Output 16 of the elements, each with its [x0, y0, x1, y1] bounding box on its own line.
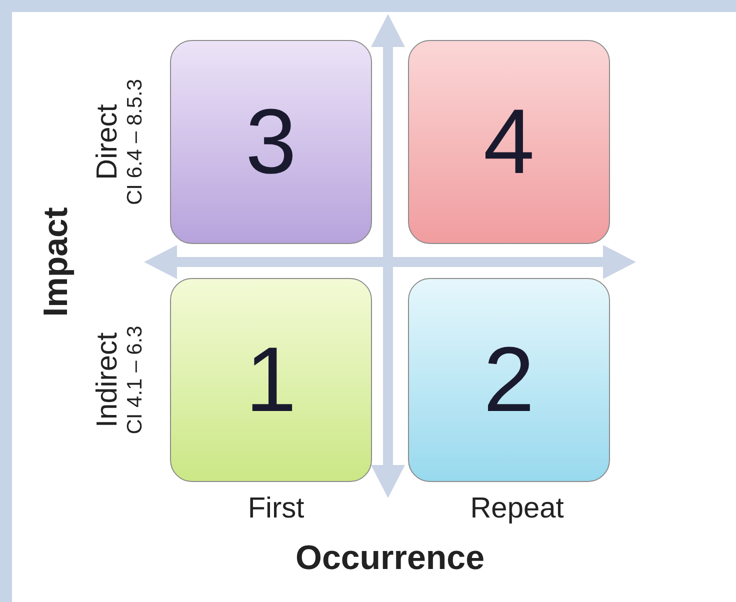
quadrant-number: 2	[483, 334, 535, 426]
quadrant-number: 3	[245, 96, 297, 188]
quadrant-box	[408, 40, 610, 244]
axis-category-label: Repeat	[470, 494, 564, 524]
axis-category-label: Indirect	[94, 332, 122, 428]
clause-range-label: CI 4.1 – 6.3	[124, 326, 146, 434]
clause-range-label: CI 6.4 – 8.5.3	[124, 78, 146, 206]
axis-category-label: Direct	[94, 104, 122, 180]
quadrant-number: 4	[483, 96, 535, 188]
axis-title: Impact	[39, 207, 73, 317]
axis-title: Occurrence	[296, 541, 484, 575]
quadrant-box	[408, 278, 610, 482]
quadrant-box	[170, 40, 372, 244]
quadrant-number: 1	[245, 334, 297, 426]
quadrant-box	[170, 278, 372, 482]
axis-category-label: First	[248, 494, 304, 524]
